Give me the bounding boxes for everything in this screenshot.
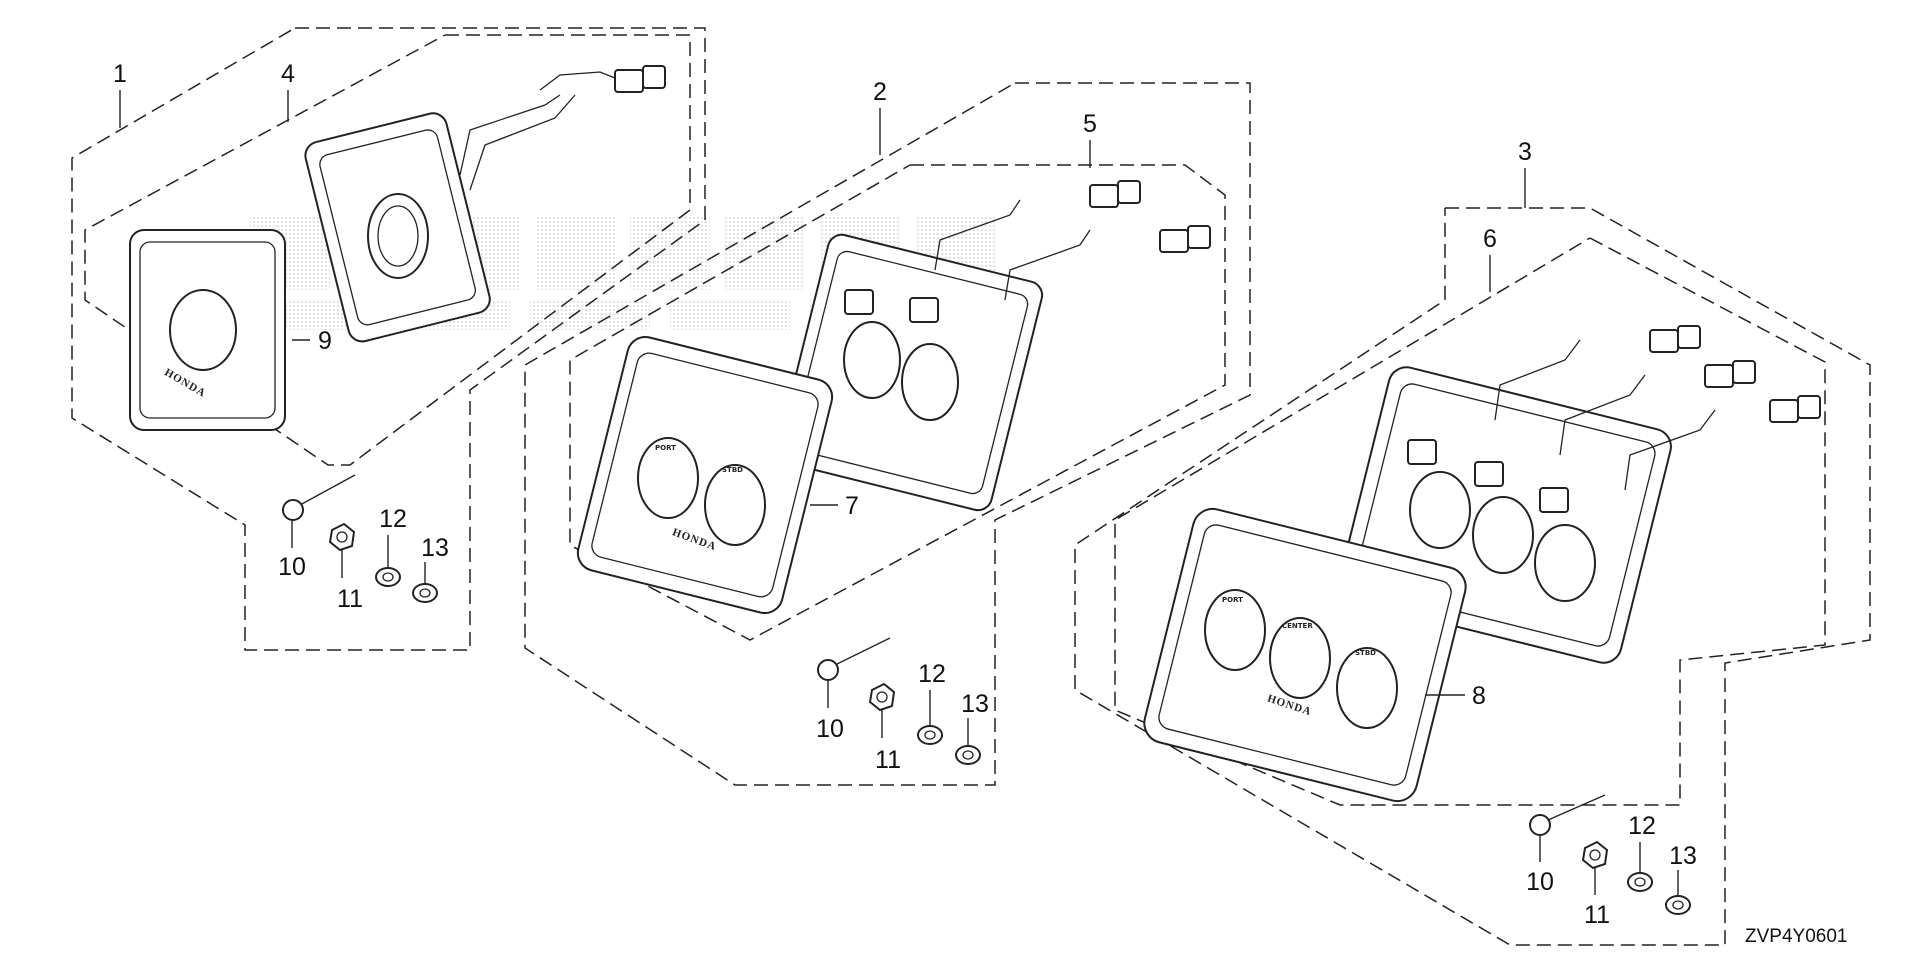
callout-8: 8 <box>1472 682 1486 710</box>
switch-housing-dual <box>776 180 1211 512</box>
callouts: 1 4 2 5 3 6 9 7 8 10 11 12 13 10 11 12 1… <box>113 60 1697 929</box>
kit-boundary-6 <box>1114 237 1826 806</box>
diagram-code: ZVP4Y0601 <box>1745 926 1847 947</box>
center-label: CENTER <box>1282 622 1313 630</box>
port-label: PORT <box>1222 596 1243 604</box>
fasteners-3 <box>1529 794 1691 915</box>
callout-6: 6 <box>1483 225 1497 253</box>
callout-10: 10 <box>278 553 306 581</box>
callout-12: 12 <box>918 660 946 688</box>
fasteners-1 <box>282 474 438 603</box>
fasteners-2 <box>817 637 981 765</box>
callout-3: 3 <box>1518 138 1532 166</box>
kit-boundary-2 <box>524 82 1251 786</box>
stbd-label: STBD <box>722 466 743 474</box>
callout-12: 12 <box>379 505 407 533</box>
callout-11: 11 <box>875 746 901 774</box>
callout-4: 4 <box>281 60 295 88</box>
switch-housing-single <box>304 65 666 343</box>
callout-12: 12 <box>1628 812 1656 840</box>
switch-cover-dual: PORT STBD HONDA <box>576 335 834 615</box>
callout-13: 13 <box>421 534 449 562</box>
callout-10: 10 <box>816 715 844 743</box>
callout-5: 5 <box>1083 110 1097 138</box>
callout-13: 13 <box>961 690 989 718</box>
kit-boundary-3 <box>1074 207 1871 946</box>
callout-9: 9 <box>318 327 332 355</box>
port-label: PORT <box>655 444 676 452</box>
assembly-group-2: PORT STBD HONDA <box>524 82 1251 786</box>
switch-cover-single: HONDA <box>129 229 286 431</box>
callout-7: 7 <box>845 492 859 520</box>
callout-1: 1 <box>113 60 127 88</box>
assembly-group-3: PORT CENTER STBD HONDA <box>1074 207 1871 946</box>
callout-11: 11 <box>337 585 363 613</box>
callout-13: 13 <box>1669 842 1697 870</box>
leader-lines <box>119 90 1679 896</box>
switch-cover-triple: PORT CENTER STBD HONDA <box>1143 507 1467 803</box>
assembly-group-1: HONDA <box>71 27 706 651</box>
kit-boundary-1 <box>71 27 706 651</box>
kit-boundary-5 <box>569 164 1226 641</box>
kit-boundary-4 <box>84 34 691 466</box>
callout-2: 2 <box>873 78 887 106</box>
callout-10: 10 <box>1526 868 1554 896</box>
callout-11: 11 <box>1584 901 1610 929</box>
stbd-label: STBD <box>1355 649 1376 657</box>
